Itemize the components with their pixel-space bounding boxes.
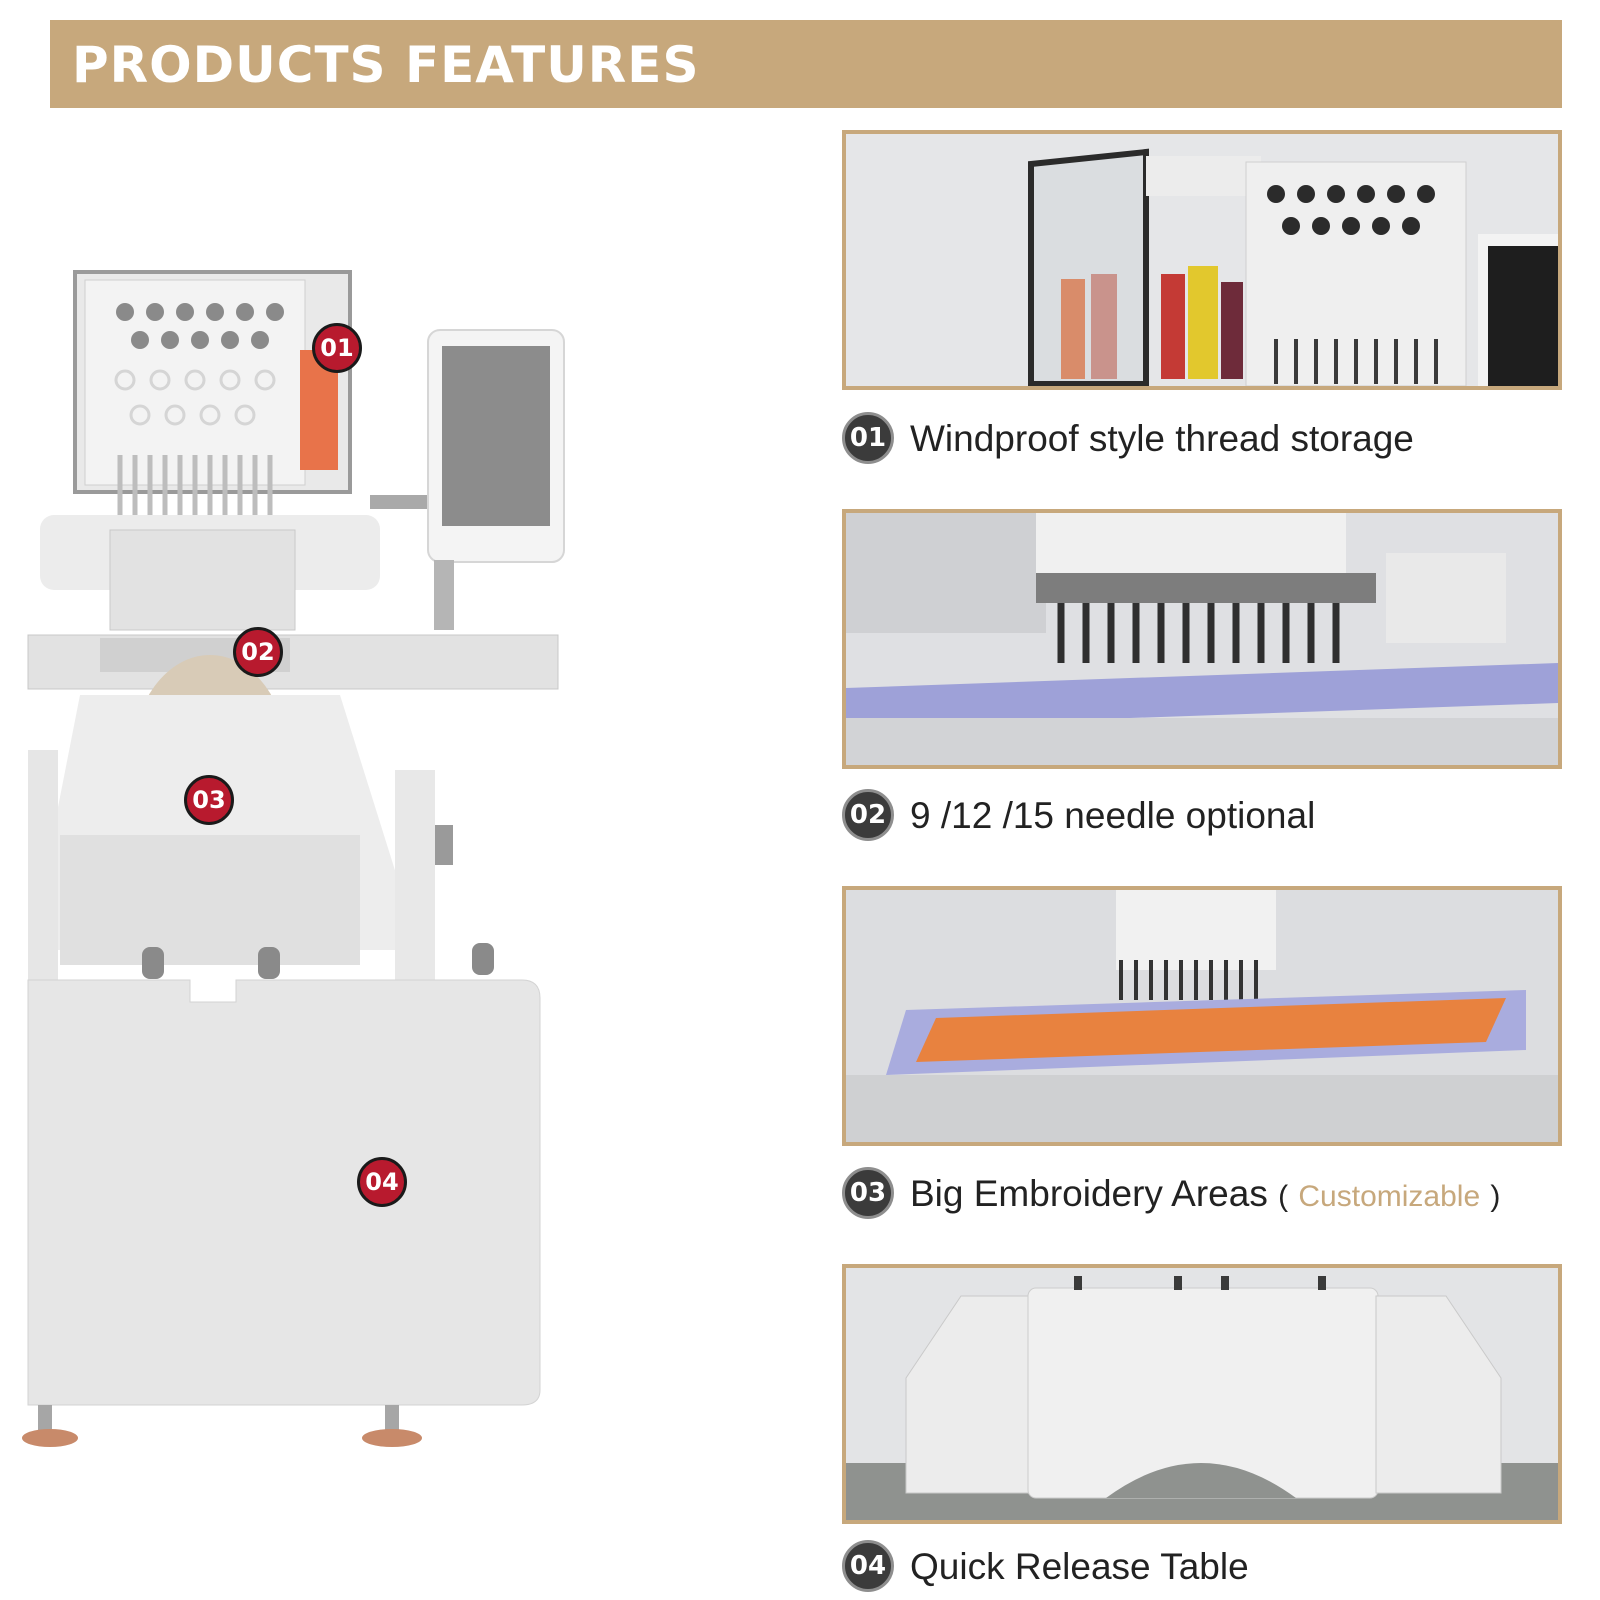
- feature-number-03: 03: [842, 1167, 894, 1219]
- feature-label-04: Quick Release Table: [910, 1546, 1249, 1587]
- note-close-paren: ): [1490, 1180, 1501, 1213]
- feature-number-02: 02: [842, 789, 894, 841]
- feature-label-02: 9 /12 /15 needle optional: [910, 795, 1316, 836]
- feature-label-03-wrapper: Big Embroidery Areas ( Customizable ): [910, 1173, 1500, 1215]
- marker-01: 01: [312, 323, 362, 373]
- feature-number-04: 04: [842, 1540, 894, 1592]
- embroidery-machine-image: [22, 270, 565, 1447]
- quick-release-table-photo: [846, 1268, 1558, 1520]
- feature-photo-01: [842, 130, 1562, 390]
- page-title: PRODUCTS FEATURES: [72, 36, 700, 94]
- marker-02: 02: [233, 627, 283, 677]
- marker-03: 03: [184, 775, 234, 825]
- customizable-note: Customizable: [1298, 1180, 1481, 1213]
- header-banner: PRODUCTS FEATURES: [50, 20, 1562, 108]
- feature-label-01: Windproof style thread storage: [910, 418, 1414, 459]
- needle-heads-photo: [846, 513, 1558, 765]
- embroidery-area-photo: [846, 890, 1558, 1142]
- thread-storage-photo: [846, 134, 1558, 386]
- machine-illustration: 01 02 03 04: [0, 250, 600, 1510]
- note-open-paren: (: [1278, 1180, 1289, 1213]
- feature-photo-03: [842, 886, 1562, 1146]
- feature-photo-02: [842, 509, 1562, 769]
- feature-label-03: Big Embroidery Areas: [910, 1173, 1268, 1214]
- feature-photo-04: [842, 1264, 1562, 1524]
- feature-number-01: 01: [842, 412, 894, 464]
- marker-04: 04: [357, 1157, 407, 1207]
